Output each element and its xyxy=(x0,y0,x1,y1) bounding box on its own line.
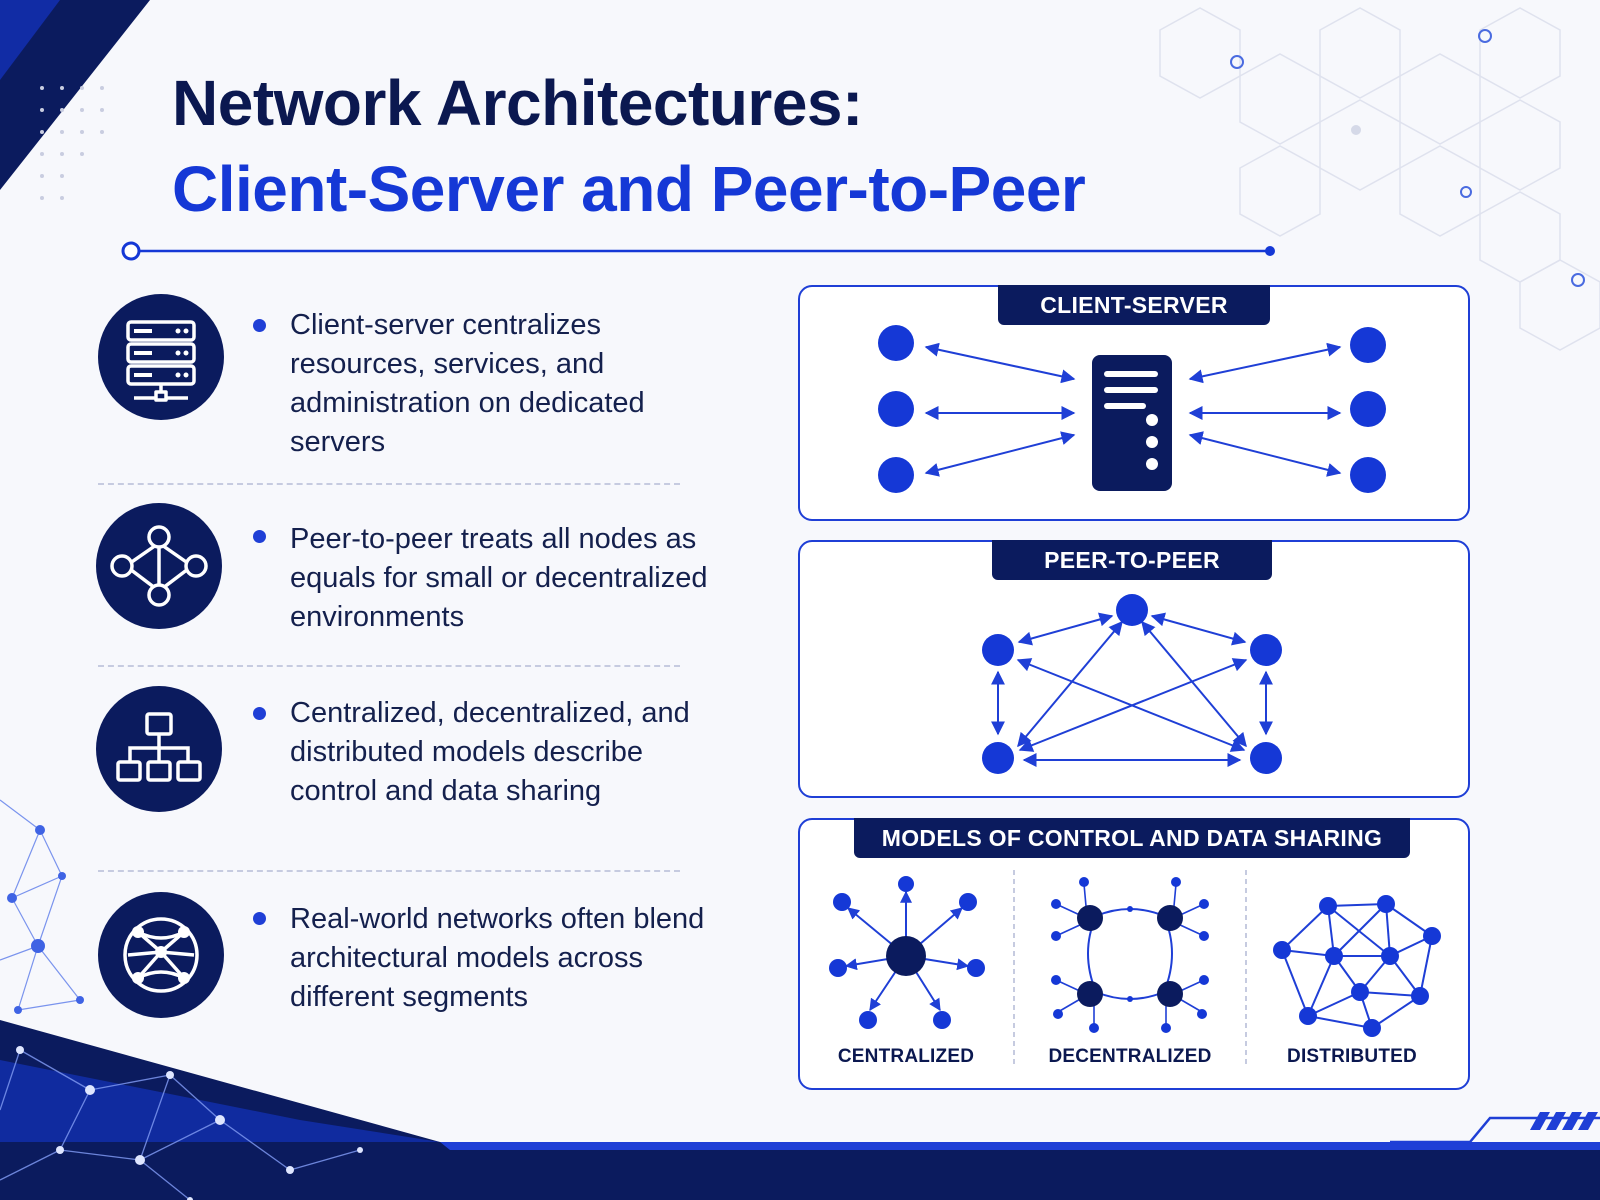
divider xyxy=(98,870,680,872)
server-icon xyxy=(1092,355,1172,491)
divider xyxy=(98,665,680,667)
bullet-marker xyxy=(253,707,266,720)
peer-to-peer-label: PEER-TO-PEER xyxy=(992,540,1272,580)
bullet-text-peer-to-peer: Peer-to-peer treats all nodes as equals … xyxy=(290,523,708,633)
decentralized-model xyxy=(1051,877,1209,1033)
bullet-text-client-server: Client-server centralizes resources, ser… xyxy=(290,309,645,458)
client-node xyxy=(1350,391,1386,427)
globe-mesh-icon xyxy=(98,892,224,1018)
distributed-model xyxy=(1273,895,1441,1037)
models-diagram xyxy=(829,870,1441,1068)
peer-to-peer-panel: PEER-TO-PEER xyxy=(798,540,1470,798)
peer-node xyxy=(1250,634,1282,666)
centralized-model xyxy=(829,876,985,1029)
client-server-label: CLIENT-SERVER xyxy=(998,285,1270,325)
bullet-text-models: Centralized, decentralized, and distribu… xyxy=(290,697,690,807)
models-panel: MODELS OF CONTROL AND DATA SHARING xyxy=(798,818,1470,1090)
client-node xyxy=(878,457,914,493)
peer-to-peer-diagram xyxy=(982,594,1282,774)
distributed-label: DISTRIBUTED xyxy=(1287,1046,1417,1067)
bullet-marker xyxy=(253,319,266,332)
client-node xyxy=(878,391,914,427)
bullet-marker xyxy=(253,530,266,543)
peer-node xyxy=(982,742,1014,774)
bullet-text-real-world: Real-world networks often blend architec… xyxy=(290,903,705,1013)
client-server-panel: CLIENT-SERVER xyxy=(798,285,1470,521)
title-line-1: Network Architectures: xyxy=(172,67,863,139)
peer-network-icon xyxy=(96,503,222,629)
divider xyxy=(98,483,680,485)
peer-node xyxy=(1116,594,1148,626)
client-node xyxy=(1350,457,1386,493)
models-label: MODELS OF CONTROL AND DATA SHARING xyxy=(854,818,1410,858)
client-node xyxy=(1350,327,1386,363)
hierarchy-icon xyxy=(96,686,222,812)
server-rack-icon xyxy=(98,294,224,420)
client-server-diagram xyxy=(878,325,1386,493)
peer-node xyxy=(1250,742,1282,774)
bullet-marker xyxy=(253,912,266,925)
peer-node xyxy=(982,634,1014,666)
centralized-label: CENTRALIZED xyxy=(837,1046,975,1067)
decentralized-label: DECENTRALIZED xyxy=(1048,1046,1212,1067)
client-node xyxy=(878,325,914,361)
title-line-2: Client-Server and Peer-to-Peer xyxy=(172,153,1086,225)
